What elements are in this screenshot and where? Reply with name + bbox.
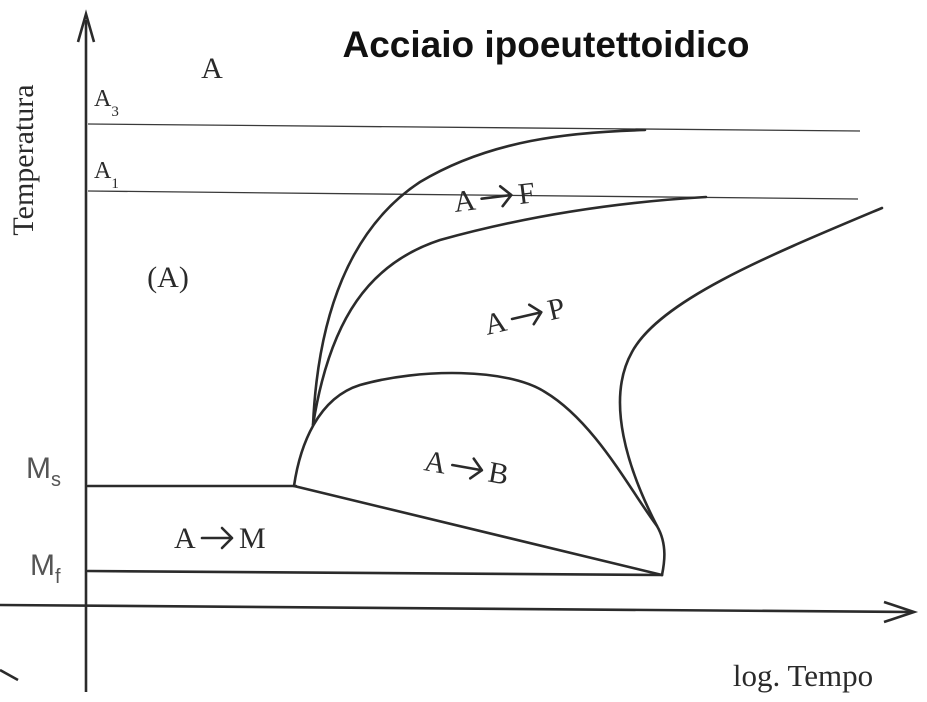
- a3-label-main: A: [94, 86, 112, 112]
- a3-line: [87, 123, 861, 132]
- x-axis-label: log. Tempo: [733, 658, 873, 693]
- ferrite-end-curve: [311, 195, 708, 427]
- a-to-f-from: A: [452, 184, 478, 219]
- a-to-p-to: P: [544, 291, 568, 327]
- level-lines: [86, 123, 861, 577]
- region-a-to-p: A P: [481, 291, 568, 342]
- a-to-m-to: M: [239, 522, 266, 555]
- a3-label-sub: 3: [111, 104, 119, 120]
- y-axis-arrowhead: [76, 9, 96, 43]
- mf-label: Mf: [30, 549, 61, 588]
- a-to-f-arrow-icon: [480, 184, 513, 208]
- a-to-p-from: A: [481, 305, 510, 342]
- bainite-start-curve: [292, 371, 666, 577]
- a-to-b-arrow-icon: [451, 457, 484, 480]
- diagram-title: Acciaio ipoeutettoidico: [342, 24, 749, 65]
- a1-label-sub: 1: [111, 176, 119, 192]
- mf-label-sub: f: [55, 566, 61, 588]
- region-a-to-b: A B: [422, 444, 511, 491]
- a1-label-main: A: [94, 158, 112, 184]
- a-to-p-arrow-icon: [510, 303, 543, 326]
- a-to-m-from: A: [174, 522, 196, 555]
- region-austenite: (A): [147, 261, 189, 294]
- region-austenite-top: A: [201, 52, 223, 85]
- a1-label: A1: [94, 158, 119, 192]
- y-axis-label: Temperatura: [7, 84, 40, 235]
- pearlite-end-curve: [618, 206, 884, 528]
- ms-label-main: M: [26, 452, 51, 485]
- x-axis: [0, 603, 911, 614]
- a-to-m-arrow-icon: [200, 526, 234, 550]
- region-a-to-m: A M: [174, 522, 266, 555]
- a-to-f-to: F: [516, 176, 537, 211]
- a1-line: [87, 190, 859, 200]
- mf-line: [86, 569, 664, 577]
- x-axis-arrowhead: [883, 600, 919, 624]
- axis-scan-mark: [0, 668, 19, 682]
- ms-label: Ms: [26, 452, 61, 491]
- a-to-b-from: A: [422, 444, 449, 480]
- mf-label-main: M: [30, 549, 55, 582]
- transformation-curves: [292, 128, 884, 577]
- a-to-b-to: B: [486, 456, 511, 492]
- bainite-end-curve: [292, 484, 664, 577]
- ms-label-sub: s: [51, 469, 61, 491]
- region-a-to-f: A F: [452, 176, 537, 219]
- a3-label: A3: [94, 86, 119, 120]
- axes: [0, 9, 919, 692]
- ferrite-start-curve: [311, 128, 647, 427]
